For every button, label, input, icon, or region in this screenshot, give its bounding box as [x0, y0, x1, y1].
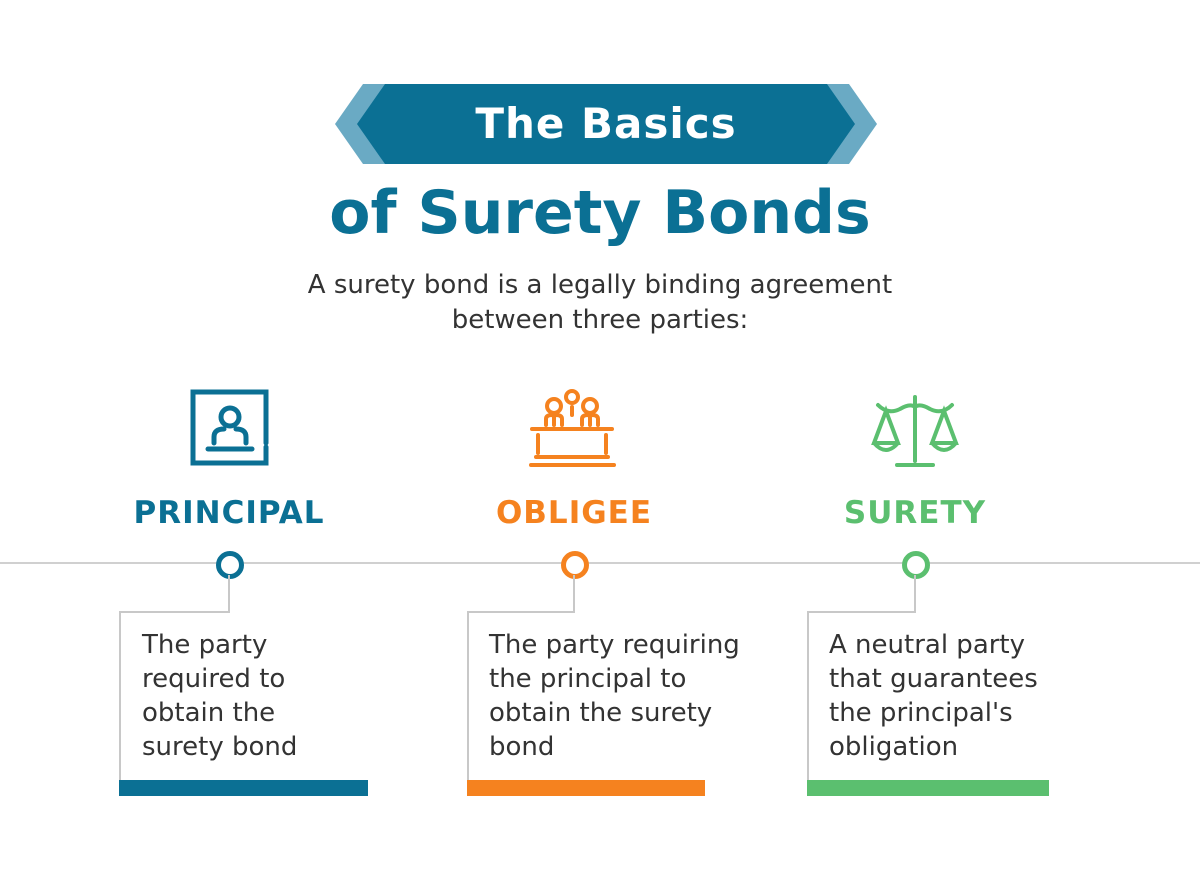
banner-title: The Basics	[475, 99, 737, 148]
timeline-dot-surety	[902, 551, 930, 579]
connector	[914, 575, 916, 612]
party-title-principal: PRINCIPAL	[133, 495, 325, 531]
person-certificate-icon	[190, 389, 269, 466]
description-surety: A neutral party that guarantees the prin…	[829, 630, 1038, 762]
timeline-line	[0, 562, 1200, 564]
accent-bar	[467, 780, 705, 796]
party-title-obligee: OBLIGEE	[495, 495, 653, 531]
title-banner	[335, 84, 877, 164]
party-title-surety: SURETY	[843, 495, 987, 531]
connector	[573, 575, 575, 612]
description-obligee: The party requiring the principal to obt…	[489, 630, 740, 762]
court-judges-icon	[529, 389, 616, 467]
description-principal: The party required to obtain the surety …	[142, 630, 298, 762]
connector	[467, 611, 575, 613]
page-title: of Surety Bonds	[329, 178, 871, 248]
box-border	[467, 611, 469, 781]
accent-bar	[119, 780, 368, 796]
connector	[119, 611, 230, 613]
box-border	[119, 611, 121, 781]
scales-of-justice-icon	[871, 395, 959, 467]
timeline-dot-principal	[216, 551, 244, 579]
box-border	[807, 611, 809, 781]
subtitle: A surety bond is a legally binding agree…	[307, 270, 893, 335]
connector	[807, 611, 916, 613]
connector	[228, 575, 230, 612]
timeline-dot-obligee	[561, 551, 589, 579]
accent-bar	[807, 780, 1049, 796]
